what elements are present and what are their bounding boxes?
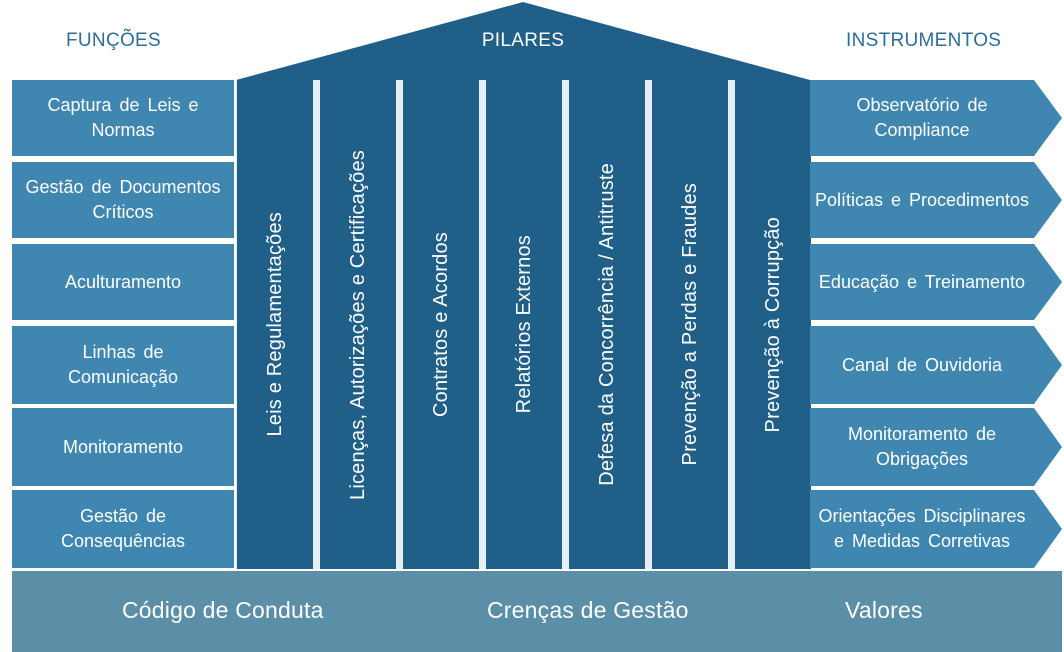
pilar-contratos: Contratos e Acordos <box>403 80 479 569</box>
base-crencas-gestao: Crenças de Gestão <box>487 597 689 623</box>
pilar-leis-regulamentacoes: Leis e Regulamentações <box>237 80 313 569</box>
funcao-monitoramento: Monitoramento <box>12 408 234 486</box>
chevron-arrow-shape <box>810 162 1062 238</box>
instrumento-label: Orientações Disciplinares e Medidas Corr… <box>818 506 1026 551</box>
chevron-arrow-shape <box>810 80 1062 156</box>
instrumento-label: Monitoramento de Obrigações <box>847 424 997 469</box>
instrumento-observatorio: Observatório de Compliance <box>810 80 1062 156</box>
base-codigo-conduta: Código de Conduta <box>122 597 324 623</box>
pilar-label: Contratos e Acordos <box>429 231 452 417</box>
chevron-arrow-shape <box>810 408 1062 486</box>
funcao-gestao-consequencias: Gestão de Consequências <box>12 490 234 568</box>
base-foundation: Código de Conduta Crenças de Gestão Valo… <box>12 571 1062 652</box>
instrumento-educacao: Educação e Treinamento <box>810 244 1062 320</box>
instrumento-monitoramento-obrigacoes: Monitoramento de Obrigações <box>810 408 1062 486</box>
instrumento-orientacoes: Orientações Disciplinares e Medidas Corr… <box>810 490 1062 568</box>
funcao-linhas-comunicacao: Linhas de Comunicação <box>12 326 234 404</box>
chevron-arrow-shape <box>810 326 1062 404</box>
chevron-arrow-shape <box>810 490 1062 568</box>
roof-pediment <box>236 2 810 80</box>
header-funcoes: FUNÇÕES <box>66 30 161 51</box>
pilar-prevencao-corrupcao: Prevenção à Corrupção <box>735 80 811 569</box>
header-instrumentos: INSTRUMENTOS <box>846 30 1002 51</box>
pilar-label: Relatórios Externos <box>512 235 535 414</box>
pilar-label: Leis e Regulamentações <box>263 212 286 437</box>
pilar-label: Prevenção a Perdas e Fraudes <box>678 183 701 466</box>
pilar-relatorios-externos: Relatórios Externos <box>486 80 562 569</box>
pilar-label: Licenças, Autorizações e Certificações <box>346 149 369 500</box>
pilar-label: Defesa da Concorrência / Antitruste <box>595 163 618 486</box>
header-pilares: PILARES <box>481 30 565 51</box>
instrumento-label: Políticas e Procedimentos <box>814 189 1030 210</box>
funcao-aculturamento: Aculturamento <box>12 244 234 320</box>
instrumento-politicas: Políticas e Procedimentos <box>810 162 1062 238</box>
funcao-captura-leis: Captura de Leis e Normas <box>12 80 234 156</box>
pilar-defesa-concorrencia: Defesa da Concorrência / Antitruste <box>569 80 645 569</box>
pilar-label: Prevenção à Corrupção <box>761 216 784 433</box>
instrumento-label: Canal de Ouvidoria <box>841 354 1003 375</box>
pilar-prevencao-perdas: Prevenção a Perdas e Fraudes <box>652 80 728 569</box>
pilar-licencas: Licenças, Autorizações e Certificações <box>320 80 396 569</box>
instrumento-label: Educação e Treinamento <box>818 271 1026 292</box>
chevron-arrow-shape <box>810 244 1062 320</box>
instrumento-canal-ouvidoria: Canal de Ouvidoria <box>810 326 1062 404</box>
base-valores: Valores <box>845 597 923 623</box>
instrumento-label: Observatório de Compliance <box>856 95 988 140</box>
funcao-gestao-documentos: Gestão de Documentos Críticos <box>12 162 234 238</box>
